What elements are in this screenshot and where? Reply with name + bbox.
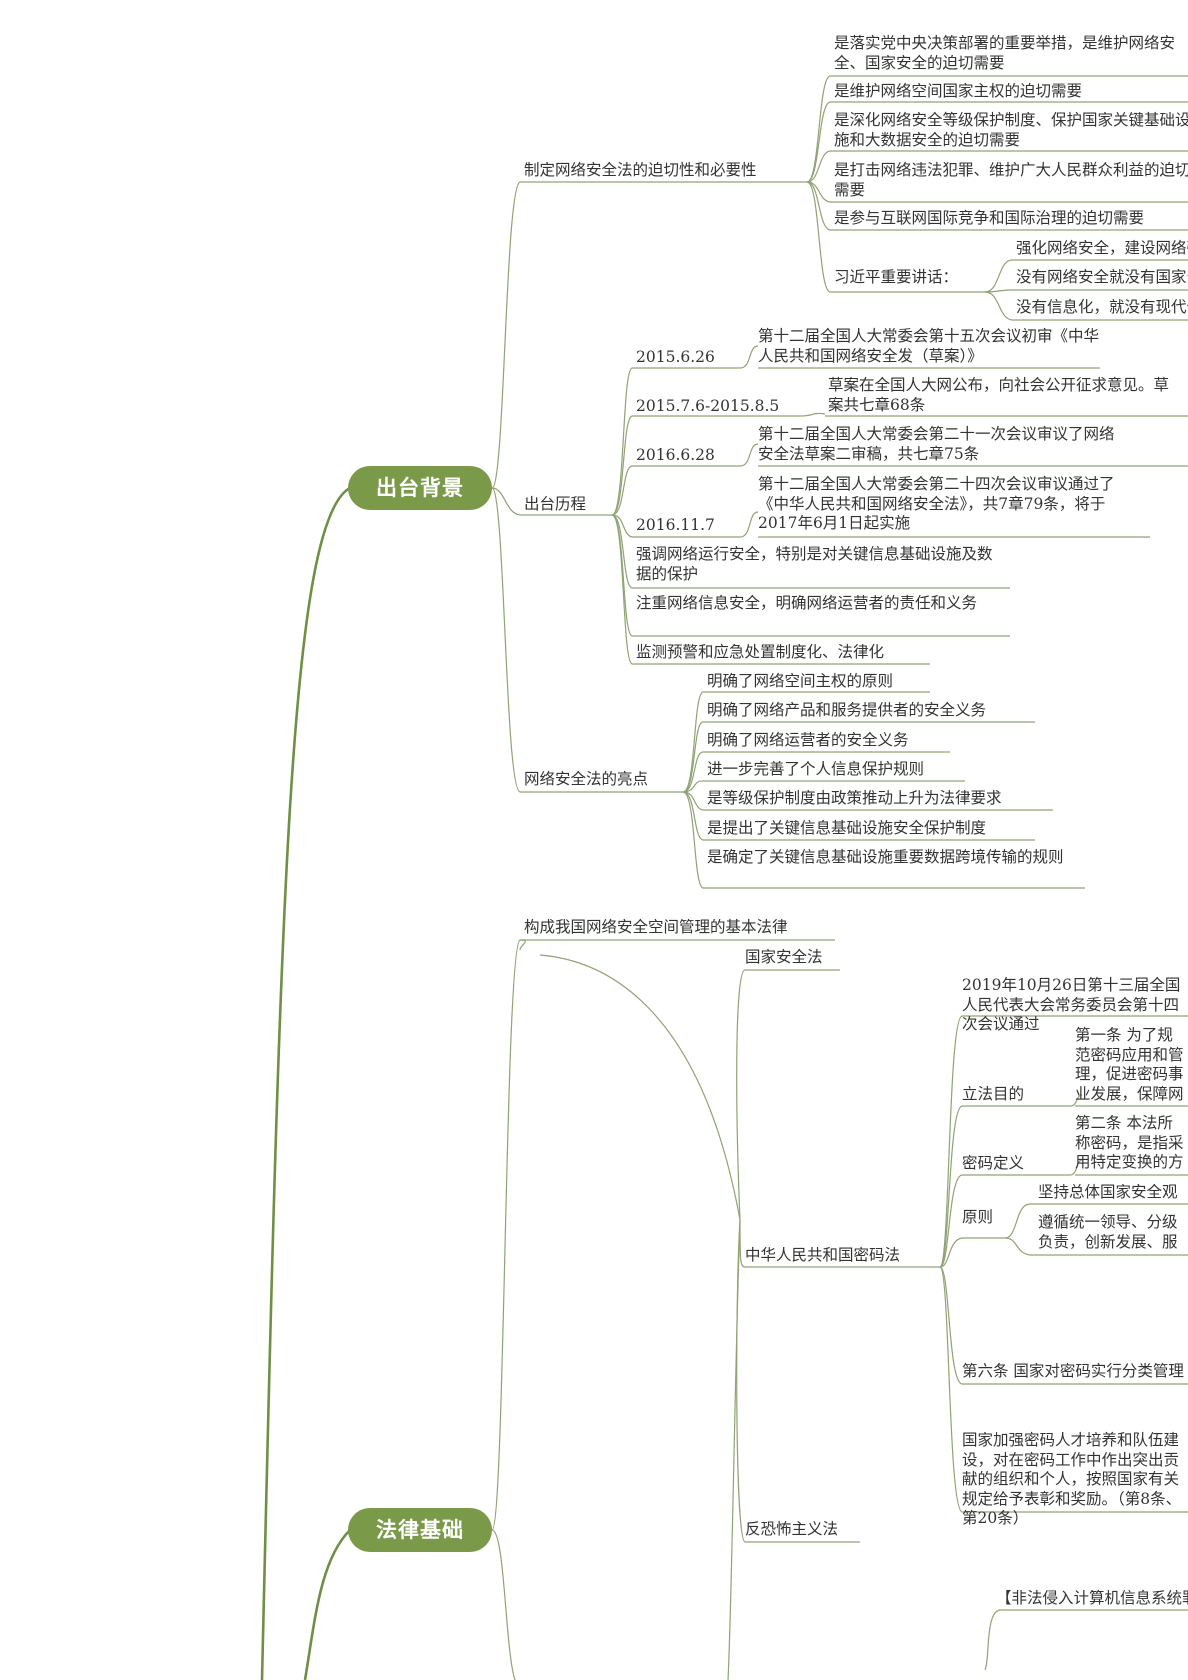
branch-line [984,291,1013,321]
node-highlight-5[interactable]: 是等级保护制度由政策推动上升为法律要求 [707,789,1002,807]
node-crypto-article6[interactable]: 第六条 国家对密码实行分类管理 [962,1362,1184,1380]
node-highlight-7[interactable]: 是确定了关键信息基础设施重要数据跨境传输的规则 [707,848,1064,866]
branch-line [984,259,1013,293]
node-anti-terrorism-law[interactable]: 反恐怖主义法 [745,1520,839,1538]
branch-line [939,1105,963,1268]
node-highlight-2[interactable]: 明确了网络产品和服务提供者的安全义务 [707,701,987,719]
node-crypto-purpose[interactable]: 立法目的 [962,1085,1025,1103]
branch-line [739,1219,746,1268]
node-crypto-principle[interactable]: 原则 [962,1208,994,1226]
branch-line [491,181,521,489]
branch-line [727,1219,741,1680]
node-history[interactable]: 出台历程 [524,495,587,513]
node-urgency[interactable]: 制定网络安全法的迫切性和必要性 [524,161,757,179]
branch-line [806,181,831,293]
node-highlight-1[interactable]: 明确了网络空间主权的原则 [707,672,894,690]
branch-line [611,514,633,665]
node-crypto-principle-1[interactable]: 坚持总体国家安全观 [1038,1183,1178,1201]
branch-line [984,1609,1001,1671]
branch-line [1069,1094,1083,1107]
node-urgency-3[interactable]: 是深化网络安全等级保护制度、保护国家关键基础设施和大数据安全的迫切需要 [834,111,1188,149]
node-crypto-purpose-text[interactable]: 第一条 为了规范密码应用和管理，促进密码事业发展，保障网络与信息安全，维护国家安… [1075,1026,1184,1103]
node-highlight-6[interactable]: 是提出了关键信息基础设施安全保护制度 [707,819,987,837]
node-illegal-intrusion[interactable]: 【非法侵入计算机信息系统罪】 [996,1589,1188,1607]
node-xi-speech[interactable]: 习近平重要讲话： [834,268,959,286]
branch-line [1069,1159,1083,1176]
branch-line [939,1015,963,1268]
branch-line [682,780,704,793]
node-highlights[interactable]: 网络安全法的亮点 [524,770,649,788]
node-national-security-law[interactable]: 国家安全法 [745,948,823,966]
node-date-4[interactable]: 2016.11.7 [636,516,715,534]
node-urgency-1[interactable]: 是落实党中央决策部署的重要举措，是维护网络安全、国家安全的迫切需要 [834,34,1176,72]
node-date-3-desc[interactable]: 第十二届全国人大常委会第二十一次会议审议了网络安全法草案二审稿，共七章75条 [758,425,1115,463]
main-branch-line [260,486,351,1680]
branch-line [539,954,741,1221]
branch-line [611,465,633,516]
node-xi-speech-2[interactable]: 没有网络安全就没有国家安全 [1016,268,1188,286]
node-history-point-2[interactable]: 注重网络信息安全，明确网络运营者的责任和义务 [636,594,978,612]
node-date-2-desc[interactable]: 草案在全国人大网公布，向社会公开征求意见。草案共七章68条 [828,376,1170,414]
node-urgency-4[interactable]: 是打击网络违法犯罪、维护广大人民群众利益的迫切需要 [834,161,1188,199]
branch-line [806,181,831,231]
node-date-1[interactable]: 2015.6.26 [636,348,715,366]
branch-line [739,511,759,538]
node-crypto-principle-2[interactable]: 遵循统一领导、分级负责，创新发展、服务大局，依法管理、保障安全的原则 [1038,1213,1178,1251]
branch-line [739,443,759,467]
branch-line [519,939,526,951]
branch-line [806,150,831,183]
branch-line [611,415,633,516]
node-crypto-talent[interactable]: 国家加强密码人才培养和队伍建设，对在密码工作中作出突出贡献的组织和个人，按照国家… [962,1431,1182,1527]
branch-line [806,101,831,183]
node-urgency-2[interactable]: 是维护网络空间国家主权的迫切需要 [834,82,1083,100]
branch-legal-basis[interactable]: 法律基础 [348,1508,492,1552]
branch-line [736,969,746,1221]
branch-line [939,1237,963,1268]
branch-line [491,487,521,516]
branch-line [491,487,521,793]
branch-line [939,1174,963,1268]
branch-line [739,345,759,369]
branch-line [682,691,704,793]
node-date-4-desc[interactable]: 第十二届全国人大常委会第二十四次会议审议通过了《中华人民共和国网络安全法》，共7… [758,475,1115,532]
node-date-2[interactable]: 2015.7.6-2015.8.5 [636,397,780,415]
node-history-point-3[interactable]: 监测预警和应急处置制度化、法律化 [636,643,885,661]
node-xi-speech-3[interactable]: 没有信息化，就没有现代化 [1016,298,1188,316]
branch-line [611,514,633,589]
node-urgency-5[interactable]: 是参与互联网国际竞争和国际治理的迫切需要 [834,209,1145,227]
node-crypto-definition[interactable]: 密码定义 [962,1154,1025,1172]
node-basic-law[interactable]: 构成我国网络安全空间管理的基本法律 [524,918,788,936]
node-cryptography-law[interactable]: 中华人民共和国密码法 [745,1246,901,1264]
node-history-point-1[interactable]: 强调网络运行安全，特别是对关键信息基础设施及数据的保护 [636,545,993,583]
branch-background[interactable]: 出台背景 [348,466,492,510]
branch-line [1004,1203,1031,1239]
branch-line [939,1266,963,1385]
branch-line [682,751,704,793]
branch-line [491,939,521,1531]
branch-line [939,1266,963,1513]
node-date-3[interactable]: 2016.6.28 [636,446,715,464]
node-highlight-4[interactable]: 进一步完善了个人信息保护规则 [707,760,925,778]
branch-line [806,75,831,183]
branch-line [682,721,704,793]
branch-line [611,367,633,516]
node-highlight-3[interactable]: 明确了网络运营者的安全义务 [707,731,909,749]
main-branch-line [303,1529,351,1680]
node-crypto-definition-text[interactable]: 第二条 本法所称密码，是指采用特定变换的方法对信息等进行加密保护、安全认证的技术… [1075,1114,1184,1173]
branch-line [799,412,826,417]
node-date-1-desc[interactable]: 第十二届全国人大常委会第十五次会议初审《中华人民共和国网络安全发（草案）》 [758,327,1100,365]
node-crypto-adopted[interactable]: 2019年10月26日第十三届全国人民代表大会常务委员会第十四次会议通过 [962,976,1181,1033]
branch-line [491,1529,516,1680]
node-xi-speech-1[interactable]: 强化网络安全，建设网络强国 [1016,239,1188,257]
branch-line [682,791,704,889]
branch-line [1004,1237,1031,1256]
